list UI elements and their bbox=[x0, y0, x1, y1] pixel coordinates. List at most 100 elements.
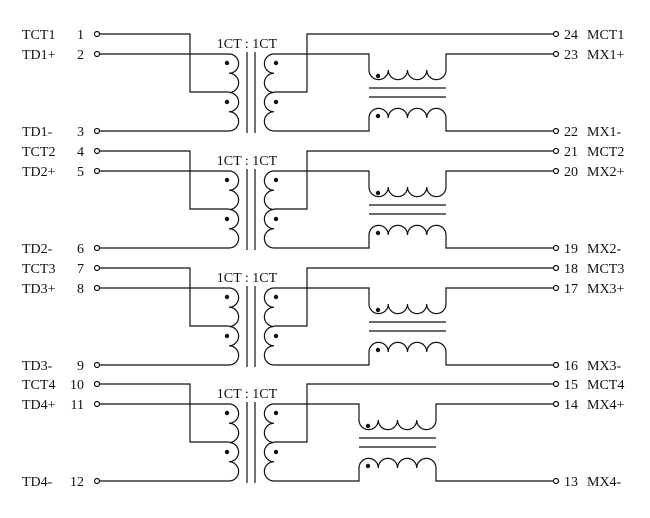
polarity-dot bbox=[375, 190, 381, 196]
pin-terminal bbox=[552, 284, 560, 292]
pin-terminal bbox=[552, 127, 560, 135]
pin-number: 3 bbox=[77, 125, 84, 140]
pin-terminal bbox=[552, 400, 560, 408]
choke-coil-bottom bbox=[274, 341, 553, 366]
pin-number: 12 bbox=[70, 475, 84, 490]
polarity-dot bbox=[224, 60, 230, 66]
pin-number: 11 bbox=[71, 398, 84, 413]
polarity-dot bbox=[273, 294, 279, 300]
primary-coil bbox=[228, 287, 240, 366]
choke-coil-top bbox=[274, 403, 553, 431]
pin-terminal bbox=[552, 361, 560, 369]
pin-terminal bbox=[552, 477, 560, 485]
turns-ratio-label: 1CT : 1CT bbox=[217, 37, 278, 52]
polarity-dot bbox=[365, 463, 371, 469]
pin-number: 9 bbox=[77, 359, 84, 374]
pin-name: MX2+ bbox=[587, 165, 625, 180]
pin-terminal bbox=[93, 264, 101, 272]
pin-name: MX2- bbox=[587, 242, 622, 257]
pin-name: TD1- bbox=[22, 125, 53, 140]
pin-number: 22 bbox=[564, 125, 578, 140]
secondary-coil bbox=[263, 403, 275, 482]
wire bbox=[100, 33, 229, 93]
wire bbox=[274, 383, 553, 443]
pin-terminal bbox=[93, 284, 101, 292]
pin-name: TD2+ bbox=[22, 165, 56, 180]
pin-number: 18 bbox=[564, 262, 578, 277]
pin-number: 21 bbox=[564, 145, 578, 160]
polarity-dot bbox=[273, 177, 279, 183]
pin-terminal bbox=[93, 244, 101, 252]
polarity-dot bbox=[224, 333, 230, 339]
polarity-dot bbox=[224, 449, 230, 455]
secondary-coil bbox=[263, 53, 275, 132]
polarity-dot bbox=[273, 216, 279, 222]
pin-name: TCT1 bbox=[22, 28, 55, 43]
pin-terminal bbox=[93, 380, 101, 388]
pin-terminal bbox=[93, 167, 101, 175]
polarity-dot bbox=[273, 60, 279, 66]
pin-name: MCT2 bbox=[587, 145, 624, 160]
pin-number: 5 bbox=[77, 165, 84, 180]
choke-coil-top bbox=[274, 170, 553, 198]
pin-terminal bbox=[552, 264, 560, 272]
pin-name: TCT2 bbox=[22, 145, 55, 160]
pin-name: TD2- bbox=[22, 242, 53, 257]
pin-name: MX4- bbox=[587, 475, 622, 490]
pin-name: MCT1 bbox=[587, 28, 624, 43]
pin-number: 13 bbox=[564, 475, 578, 490]
wire bbox=[274, 150, 553, 210]
polarity-dot bbox=[224, 410, 230, 416]
polarity-dot bbox=[375, 347, 381, 353]
pin-terminal bbox=[93, 477, 101, 485]
polarity-dot bbox=[273, 333, 279, 339]
pin-number: 19 bbox=[564, 242, 578, 257]
pin-number: 2 bbox=[77, 48, 84, 63]
choke-coil-bottom bbox=[274, 457, 553, 482]
pin-terminal bbox=[552, 244, 560, 252]
secondary-coil bbox=[263, 287, 275, 366]
polarity-dot bbox=[375, 113, 381, 119]
wire bbox=[274, 267, 553, 327]
pin-name: TD1+ bbox=[22, 48, 56, 63]
pin-name: MCT4 bbox=[587, 378, 624, 393]
choke-coil-bottom bbox=[274, 107, 553, 132]
pin-terminal bbox=[552, 30, 560, 38]
turns-ratio-label: 1CT : 1CT bbox=[217, 271, 278, 286]
pin-number: 10 bbox=[70, 378, 84, 393]
pin-name: TD3- bbox=[22, 359, 53, 374]
pin-name: MX3- bbox=[587, 359, 622, 374]
primary-coil bbox=[228, 170, 240, 249]
pin-name: MX3+ bbox=[587, 282, 625, 297]
polarity-dot bbox=[273, 99, 279, 105]
pin-name: MX4+ bbox=[587, 398, 625, 413]
pin-name: TCT4 bbox=[22, 378, 55, 393]
pin-number: 7 bbox=[77, 262, 84, 277]
pin-terminal bbox=[93, 30, 101, 38]
wire bbox=[274, 33, 553, 93]
polarity-dot bbox=[375, 230, 381, 236]
primary-coil bbox=[228, 53, 240, 132]
pin-terminal bbox=[93, 147, 101, 155]
pin-terminal bbox=[552, 147, 560, 155]
choke-coil-bottom bbox=[274, 224, 553, 249]
pin-terminal bbox=[552, 167, 560, 175]
pin-number: 6 bbox=[77, 242, 84, 257]
polarity-dot bbox=[375, 73, 381, 79]
pin-name: TD4- bbox=[22, 475, 53, 490]
pin-name: MX1- bbox=[587, 125, 622, 140]
wire bbox=[100, 267, 229, 327]
choke-coil-top bbox=[274, 287, 553, 315]
pin-terminal bbox=[552, 380, 560, 388]
pin-number: 15 bbox=[564, 378, 578, 393]
pin-number: 8 bbox=[77, 282, 84, 297]
pin-name: MCT3 bbox=[587, 262, 624, 277]
pin-name: TCT3 bbox=[22, 262, 55, 277]
polarity-dot bbox=[224, 177, 230, 183]
wire bbox=[100, 383, 229, 443]
